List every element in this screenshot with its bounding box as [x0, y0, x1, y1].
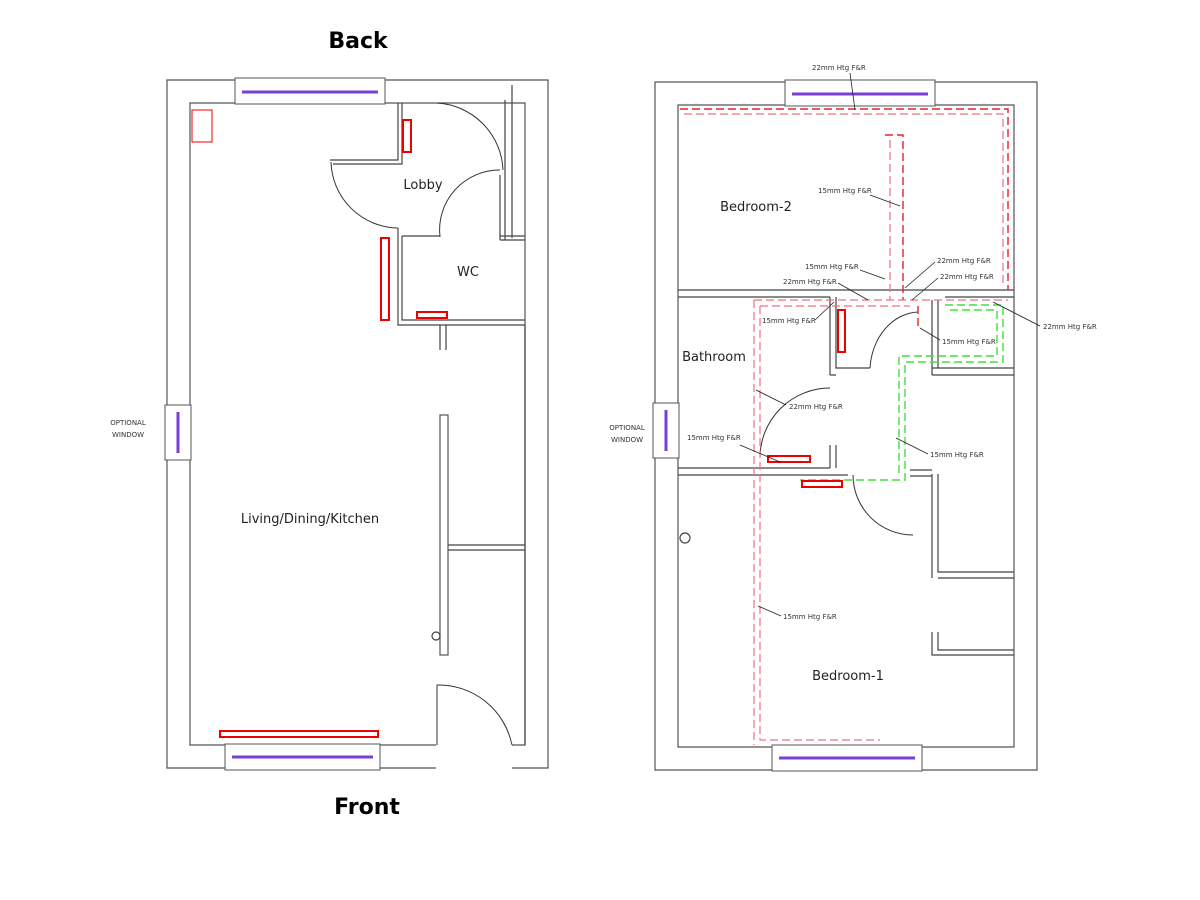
- pipe-15mm: [753, 299, 1008, 745]
- bedroom2-wall: [678, 289, 1014, 298]
- back-window: [234, 77, 386, 105]
- pipe-label: 22mm Htg F&R: [1043, 323, 1097, 331]
- pipe-label: 22mm Htg F&R: [812, 64, 866, 72]
- pipe-label: 22mm Htg F&R: [937, 257, 991, 265]
- back-window: [784, 79, 936, 107]
- room-label-wc: WC: [457, 265, 479, 280]
- boiler-icon: [191, 109, 213, 143]
- front-door-opening: [436, 744, 512, 770]
- radiator: [402, 119, 412, 153]
- optional-window-note: OPTIONAL: [110, 419, 146, 427]
- radiator: [219, 730, 379, 738]
- outer-wall: [166, 79, 549, 769]
- radiator: [380, 237, 390, 321]
- lobby-door-swing: [330, 161, 399, 229]
- pipe-annotations: 22mm Htg F&R 15mm Htg F&R 15mm Htg F&R 2…: [687, 64, 1097, 621]
- pipe-label: 15mm Htg F&R: [687, 434, 741, 442]
- outer-wall: [654, 81, 1038, 771]
- wc-wall: [397, 228, 525, 326]
- room-label-lobby: Lobby: [403, 178, 442, 193]
- front-door-swing: [436, 684, 513, 746]
- ground-floor-plan: Back Front Lobby WC Living/Dining/Kitche…: [110, 29, 549, 820]
- partition-wall: [439, 414, 449, 656]
- pipe-label: 15mm Htg F&R: [930, 451, 984, 459]
- front-window: [771, 744, 923, 772]
- lobby-wall: [330, 103, 399, 161]
- bathroom-door-swing: [759, 387, 831, 459]
- side-window: [652, 402, 680, 459]
- back-label: Back: [328, 29, 389, 54]
- radiator: [767, 455, 811, 463]
- radiator: [801, 480, 843, 488]
- door-swing: [869, 311, 919, 369]
- bedroom1-door-swing: [852, 474, 914, 536]
- optional-window-note: OPTIONAL: [609, 424, 645, 432]
- pipe-label: 22mm Htg F&R: [789, 403, 843, 411]
- optional-window-note: WINDOW: [112, 431, 144, 439]
- pipe-label: 15mm Htg F&R: [942, 338, 996, 346]
- alt-pipe-route: [800, 304, 1004, 481]
- pipe-22mm: [680, 108, 1009, 290]
- radiator: [416, 311, 448, 319]
- first-floor-plan: Bedroom-2 Bathroom Bedroom-1 OPTIONAL WI…: [609, 64, 1097, 772]
- pipe-label: 15mm Htg F&R: [783, 613, 837, 621]
- front-label: Front: [334, 795, 400, 820]
- front-window: [224, 743, 381, 771]
- room-label-bedroom1: Bedroom-1: [812, 669, 884, 684]
- pipe-label: 15mm Htg F&R: [818, 187, 872, 195]
- side-window: [164, 404, 192, 461]
- bathroom-wall: [829, 297, 870, 376]
- room-label-bedroom2: Bedroom-2: [720, 200, 792, 215]
- pipe-label: 22mm Htg F&R: [940, 273, 994, 281]
- room-label-living: Living/Dining/Kitchen: [241, 512, 379, 527]
- pipe-22mm: [684, 113, 1004, 285]
- pipe-label: 15mm Htg F&R: [762, 317, 816, 325]
- pipe-15mm: [885, 134, 904, 300]
- optional-window-note: WINDOW: [611, 436, 643, 444]
- pipe-label: 22mm Htg F&R: [783, 278, 837, 286]
- pipe-label: 15mm Htg F&R: [805, 263, 859, 271]
- room-label-bathroom: Bathroom: [682, 350, 746, 365]
- radiator: [837, 309, 846, 353]
